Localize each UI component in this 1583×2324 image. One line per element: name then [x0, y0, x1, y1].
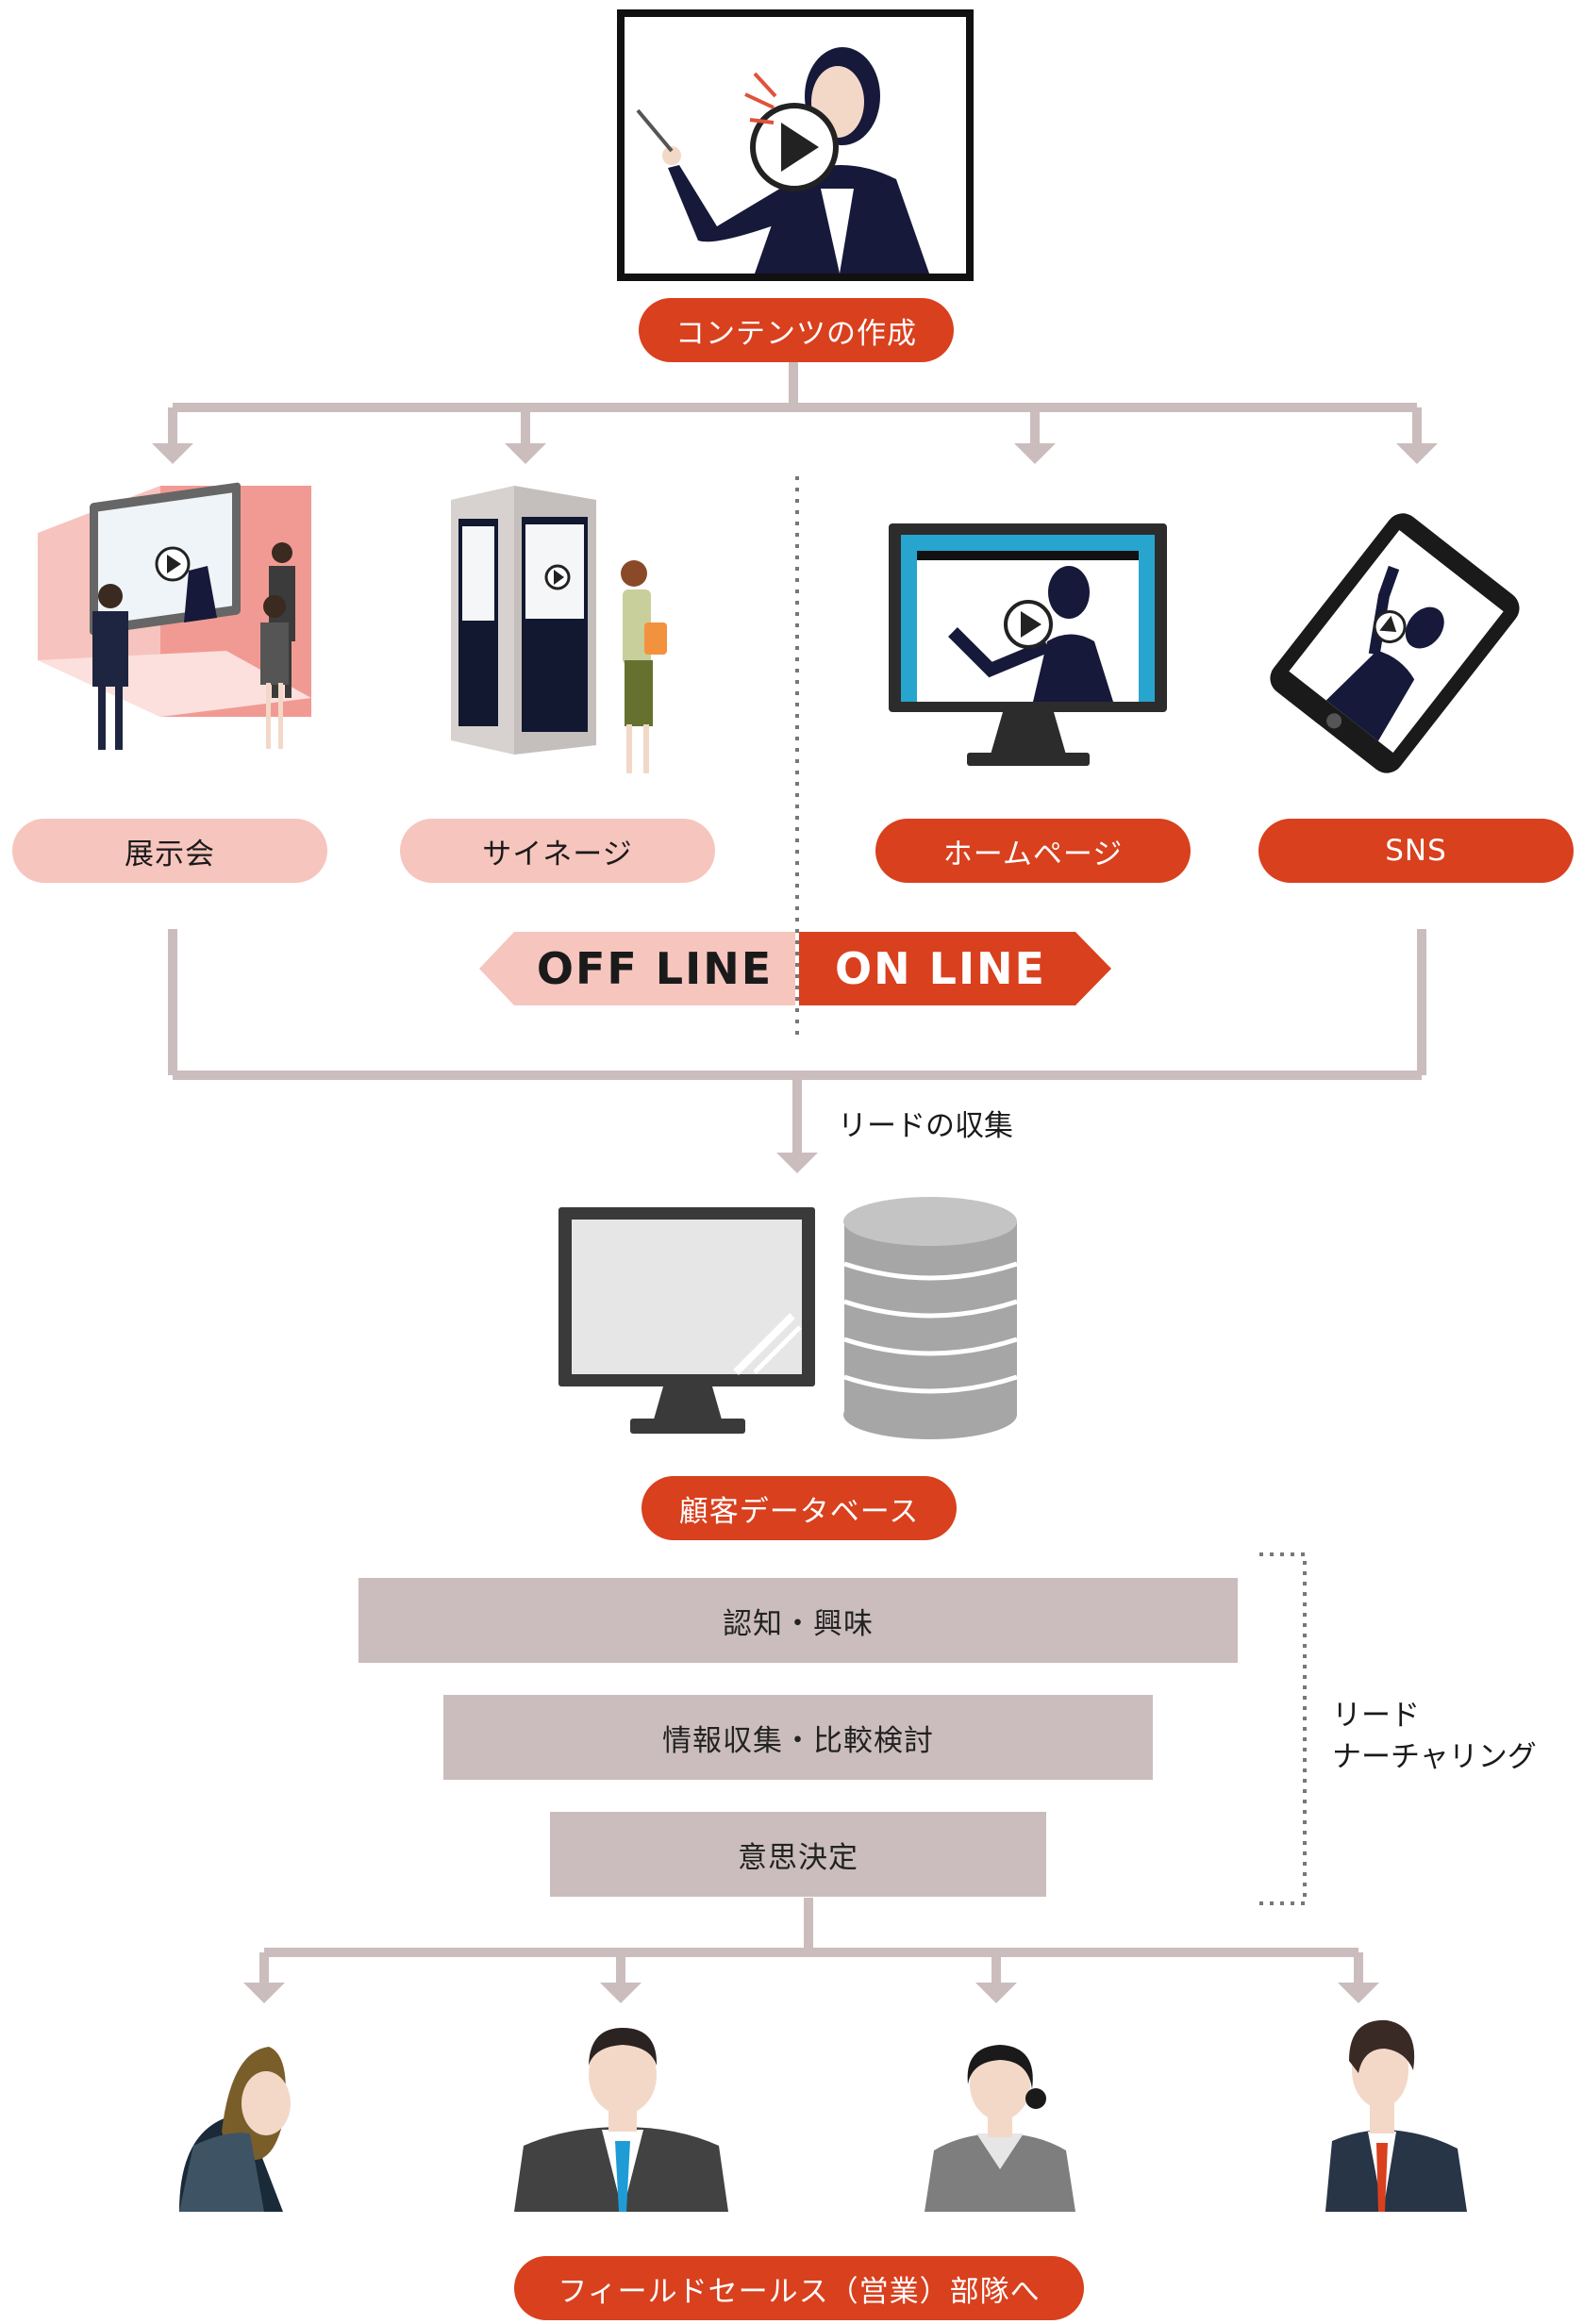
offline-banner: OFF LINE	[536, 943, 774, 994]
channel-homepage: ホームページ	[875, 819, 1191, 883]
funnel-stage-awareness: 認知・興味	[358, 1578, 1238, 1663]
person-icon	[514, 2028, 728, 2212]
arrow-down-icon	[505, 443, 546, 464]
offline-banner-bg	[479, 932, 795, 1005]
online-banner-bg	[799, 932, 1111, 1005]
channel-exhibition: 展示会	[12, 819, 327, 883]
nurturing-label-line2: ナーチャリング	[1332, 1740, 1537, 1774]
online-banner: ON LINE	[835, 943, 1046, 994]
database-icon	[843, 1197, 1018, 1439]
arrow-down-icon	[1396, 443, 1438, 464]
channel-signage: サイネージ	[400, 819, 715, 883]
exhibition-icon	[38, 482, 311, 750]
arrow-down-icon	[1338, 1983, 1379, 2003]
funnel-stage-decision: 意思決定	[550, 1812, 1046, 1897]
channel-sns: SNS	[1258, 819, 1574, 883]
arrow-down-icon	[1014, 443, 1056, 464]
arrow-down-icon	[975, 1983, 1017, 2003]
field-sales-label: フィールドセールス（営業）部隊へ	[514, 2256, 1084, 2320]
monitor-web-icon	[889, 523, 1167, 766]
funnel-stage-consideration: 情報収集・比較検討	[443, 1695, 1153, 1780]
connectors	[168, 349, 1426, 1983]
customer-database-label: 顧客データベース	[642, 1476, 957, 1540]
person-icon	[1325, 2019, 1467, 2212]
nurturing-bracket	[1259, 1552, 1307, 1905]
arrow-down-icon	[243, 1983, 285, 2003]
signage-icon	[451, 486, 667, 773]
arrow-down-icon	[600, 1983, 642, 2003]
person-icon	[925, 2045, 1075, 2212]
content-creation-label: コンテンツの作成	[639, 298, 954, 362]
presenter-video-icon	[617, 9, 974, 281]
nurturing-label-line1: リード	[1332, 1699, 1420, 1733]
arrow-down-icon	[152, 443, 193, 464]
person-icon	[179, 2047, 291, 2212]
arrow-down-icon	[776, 1153, 818, 1173]
lead-collection-label: リードの収集	[838, 1109, 1013, 1143]
monitor-icon	[558, 1207, 815, 1434]
tablet-sns-icon	[1270, 513, 1520, 773]
